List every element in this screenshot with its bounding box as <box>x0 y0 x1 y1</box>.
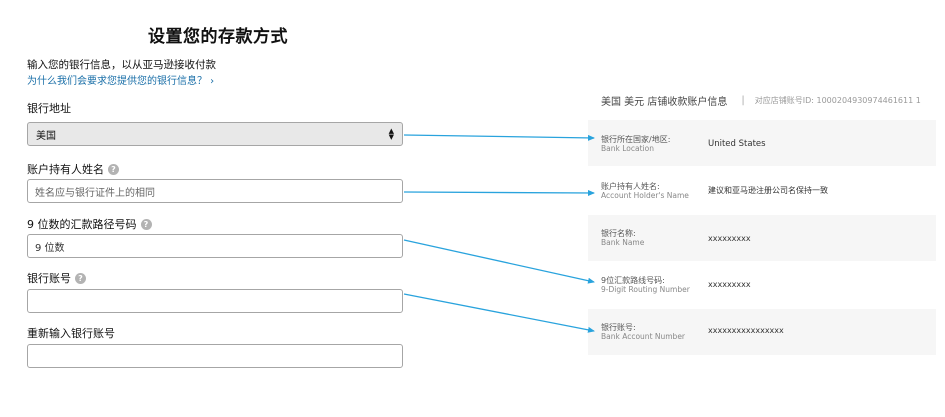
help-icon[interactable]: ? <box>75 272 86 284</box>
select-updown-icon: ▲▼ <box>388 127 394 141</box>
panel-row-label: 银行所在国家/地区: Bank Location <box>601 135 670 153</box>
account-number-label: 银行账号 ? <box>27 270 86 286</box>
panel-row-label-cn: 账户持有人姓名: <box>601 182 660 191</box>
account-number-input[interactable] <box>27 289 403 313</box>
panel-row-value: 建议和亚马逊注册公司名保持一致 <box>708 186 828 195</box>
reference-panel-title: 美国 美元 店铺收款账户信息 <box>601 97 728 108</box>
bank-location-label-text: 银行地址 <box>27 102 71 115</box>
panel-row-label-cn: 银行名称: <box>601 229 636 238</box>
store-account-id: 对应店铺账号ID: 1000204930974461611 1 <box>754 96 921 105</box>
routing-number-input[interactable]: 9 位数 <box>27 234 403 258</box>
account-holder-label: 账户持有人姓名 ? <box>27 161 119 177</box>
panel-row-label: 账户持有人姓名: Account Holder's Name <box>601 182 689 200</box>
panel-row-value: xxxxxxxxx <box>708 280 751 289</box>
arrow-bank-location <box>403 134 595 141</box>
panel-row-label-en: Bank Account Number <box>601 332 686 341</box>
panel-row-label-cn: 银行所在国家/地区: <box>601 135 671 144</box>
panel-row-value: xxxxxxxxxxxxxxxx <box>708 326 784 335</box>
panel-row-value: xxxxxxxxx <box>708 234 751 243</box>
routing-number-label: 9 位数的汇款路径号码 ? <box>27 216 152 232</box>
panel-row-bg <box>588 215 936 261</box>
panel-row-value: United States <box>708 139 766 149</box>
panel-row-label: 银行账号: Bank Account Number <box>601 323 685 341</box>
routing-number-label-text: 9 位数的汇款路径号码 <box>27 218 137 231</box>
panel-row-label-cn: 9位汇款路线号码: <box>601 276 665 285</box>
panel-row-label-en: 9-Digit Routing Number <box>601 285 690 294</box>
account-holder-label-text: 账户持有人姓名 <box>27 163 104 176</box>
panel-row-label-en: Bank Location <box>601 144 654 153</box>
routing-number-value: 9 位数 <box>35 242 65 254</box>
reenter-account-number-input[interactable] <box>27 344 403 368</box>
intro-text: 输入您的银行信息，以从亚马逊接收付款 <box>27 59 216 71</box>
panel-row-label: 9位汇款路线号码: 9-Digit Routing Number <box>601 276 690 294</box>
page-title: 设置您的存款方式 <box>148 27 288 47</box>
reenter-account-number-label: 重新输入银行账号 <box>27 325 115 341</box>
help-icon[interactable]: ? <box>140 218 152 230</box>
bank-location-selected-value: 美国 <box>36 130 56 142</box>
panel-row-label-en: Bank Name <box>601 238 645 247</box>
reference-panel-header: 美国 美元 店铺收款账户信息 | 对应店铺账号ID: 1000204930974… <box>601 93 921 108</box>
panel-row-label-cn: 银行账号: <box>601 323 636 332</box>
account-holder-placeholder: 姓名应与银行证件上的相同 <box>35 187 155 199</box>
arrow-routing-number <box>403 239 595 284</box>
reenter-account-number-label-text: 重新输入银行账号 <box>27 327 115 340</box>
help-icon[interactable]: ? <box>108 163 119 175</box>
header-separator: | <box>741 95 745 106</box>
account-number-label-text: 银行账号 <box>27 272 71 285</box>
panel-row-label: 银行名称: Bank Name <box>601 229 644 247</box>
panel-row-label-en: Account Holder's Name <box>601 191 689 200</box>
arrow-account-number <box>403 293 595 333</box>
account-holder-input[interactable]: 姓名应与银行证件上的相同 <box>27 179 403 203</box>
panel-row-bg <box>588 120 936 166</box>
arrow-account-holder <box>403 189 595 196</box>
why-bank-info-link[interactable]: 为什么我们会要求您提供您的银行信息？ › <box>27 76 215 87</box>
bank-location-label: 银行地址 <box>27 100 71 116</box>
panel-row-bg <box>588 309 936 355</box>
bank-location-select[interactable]: 美国 ▲▼ <box>27 122 403 146</box>
